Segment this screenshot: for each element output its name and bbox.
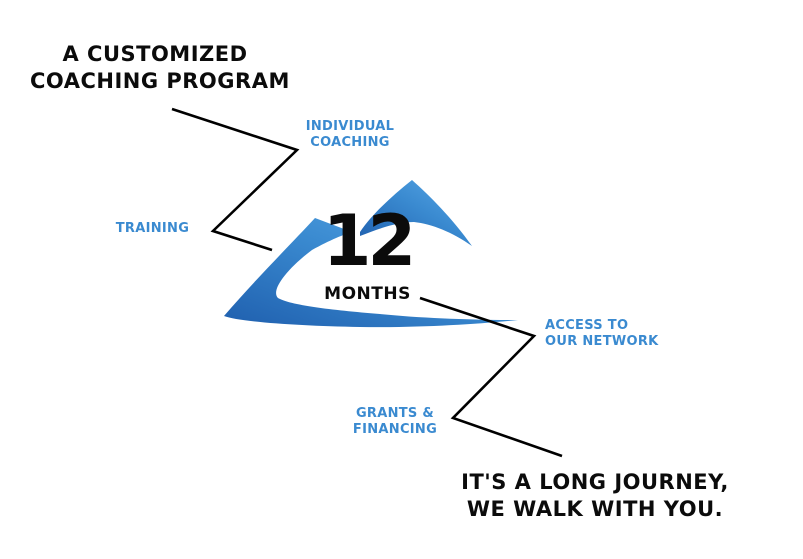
swoosh-outer-shape (224, 218, 518, 328)
step-label-line1: INDIVIDUAL (305, 119, 395, 134)
headline-bottom-line2: WE WALK WITH YOU. (466, 497, 724, 521)
step-grants-financing: GRANTS & FINANCING (340, 406, 450, 438)
step-access-network: ACCESS TO OUR NETWORK (545, 318, 680, 350)
step-label-line1: GRANTS & (355, 406, 435, 421)
step-label-line1: ACCESS TO (545, 318, 629, 333)
step-label-line1: TRAINING (115, 221, 190, 236)
journey-path-lower (419, 296, 563, 458)
swoosh-peak-shape (360, 180, 472, 246)
journey-path-upper (171, 107, 300, 252)
headline-top: A CUSTOMIZED COACHING PROGRAM (30, 41, 290, 95)
headline-bottom: IT'S A LONG JOURNEY, WE WALK WITH YOU. (455, 469, 735, 523)
step-label-line2: FINANCING (352, 422, 438, 437)
duration-unit: MONTHS (324, 284, 411, 304)
headline-top-line1: A CUSTOMIZED (62, 42, 248, 66)
step-label-line2: OUR NETWORK (545, 334, 659, 349)
step-label-line2: COACHING (310, 135, 390, 150)
swoosh-mountain-logo (224, 180, 518, 328)
step-training: TRAINING (105, 221, 200, 237)
duration-number: 12 (322, 200, 416, 282)
step-individual-coaching: INDIVIDUAL COACHING (295, 119, 405, 151)
headline-bottom-line1: IT'S A LONG JOURNEY, (461, 470, 729, 494)
journey-path (171, 107, 563, 458)
headline-top-line2: COACHING PROGRAM (30, 69, 290, 93)
